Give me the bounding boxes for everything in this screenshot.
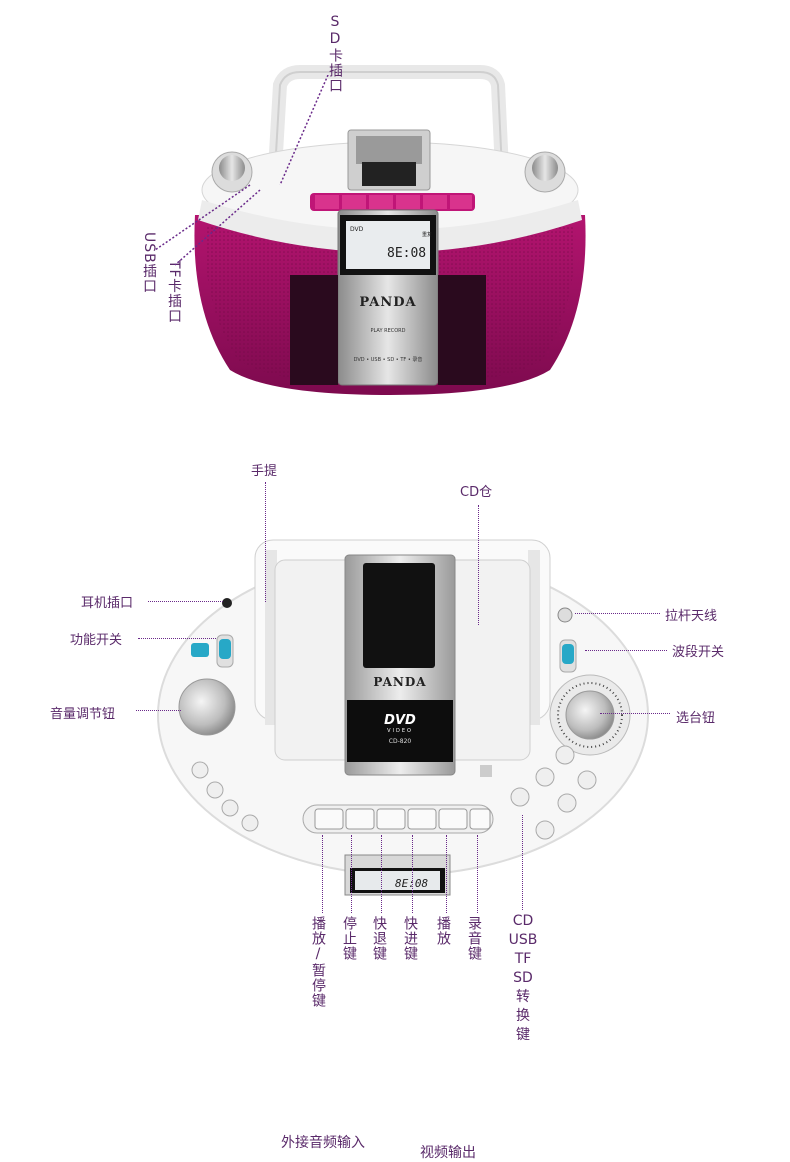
- line-play-pause: [322, 835, 323, 913]
- source-switch-line-4: 转: [516, 989, 530, 1005]
- callout-tuning: 选台钮: [676, 711, 716, 726]
- bottom-dvd-logo: DVD: [384, 713, 416, 728]
- callout-usb-slot: USB插口: [141, 232, 157, 294]
- boombox-top-view-illustration: [157, 539, 649, 896]
- top-brand-logo: PANDA: [359, 295, 417, 310]
- callout-tf-slot: TF卡插口: [166, 260, 182, 324]
- bottom-brand-logo: PANDA: [373, 675, 427, 689]
- source-switch-line-2: TF: [514, 951, 532, 967]
- label-aux-in: 外接音频输入: [281, 1135, 365, 1151]
- line-record: [477, 835, 478, 913]
- callout-line-handle: [265, 482, 266, 602]
- source-switch-line-3: SD: [513, 970, 533, 986]
- callout-headphone: 耳机插口: [81, 596, 134, 611]
- callout-sd-slot: SD卡插口: [327, 14, 343, 93]
- label-play: 播放: [435, 916, 451, 946]
- bottom-dvd-sub: VIDEO: [387, 728, 413, 734]
- source-switch-line-6: 键: [516, 1027, 530, 1043]
- line-play: [446, 835, 447, 913]
- callout-line-function-switch: [138, 638, 216, 639]
- label-stop: 停止键: [341, 916, 357, 961]
- label-play-pause: 播放/暂停键: [310, 916, 326, 1008]
- source-switch-line-5: 换: [516, 1008, 530, 1024]
- top-display-tag: DVD: [350, 226, 364, 233]
- top-panel-formats: DVD • USB • SD • TF • 录音: [353, 357, 423, 363]
- callout-antenna: 拉杆天线: [665, 609, 718, 624]
- callout-handle: 手提: [251, 464, 278, 479]
- line-rewind: [381, 835, 382, 913]
- callout-volume: 音量调节钮: [50, 707, 116, 722]
- callout-line-band-switch: [585, 650, 667, 651]
- callout-cd-bay: CD仓: [460, 485, 493, 500]
- callout-line-tuning: [600, 713, 670, 714]
- label-video-out: 视频输出: [420, 1145, 476, 1161]
- callout-line-cd-bay: [478, 505, 479, 625]
- top-product-image: DVD 8E:08 重复 PANDA PLAY RECORD DVD • USB…: [150, 50, 600, 410]
- callout-line-tf: [174, 189, 261, 266]
- callout-line-usb: [154, 184, 251, 251]
- top-panel-sub: PLAY RECORD: [370, 328, 406, 334]
- label-record: 录音键: [466, 916, 482, 961]
- source-switch-line-1: USB: [508, 932, 538, 948]
- bottom-product-image: PANDA DVD VIDEO CD-820 8E:08: [155, 525, 650, 900]
- line-stop: [351, 835, 352, 913]
- label-rewind: 快退键: [371, 916, 387, 961]
- label-forward: 快进键: [402, 916, 418, 961]
- boombox-top-illustration: [194, 65, 586, 395]
- callout-band-switch: 波段开关: [672, 645, 725, 660]
- source-switch-line-0: CD: [512, 913, 534, 929]
- bottom-display-digits: 8E:08: [395, 877, 429, 890]
- label-source-switch: CD USB TF SD 转 换 键: [505, 912, 541, 1045]
- callout-line-antenna: [575, 613, 660, 614]
- callout-line-sd: [279, 75, 329, 186]
- callout-line-headphone: [148, 601, 223, 602]
- top-display-digits: 8E:08: [387, 246, 427, 261]
- top-display-right: 重复: [422, 232, 433, 238]
- callout-function-switch: 功能开关: [70, 633, 123, 648]
- bottom-model: CD-820: [388, 738, 412, 745]
- line-forward: [412, 835, 413, 913]
- callout-line-volume: [136, 710, 181, 711]
- line-source-switch: [522, 815, 523, 910]
